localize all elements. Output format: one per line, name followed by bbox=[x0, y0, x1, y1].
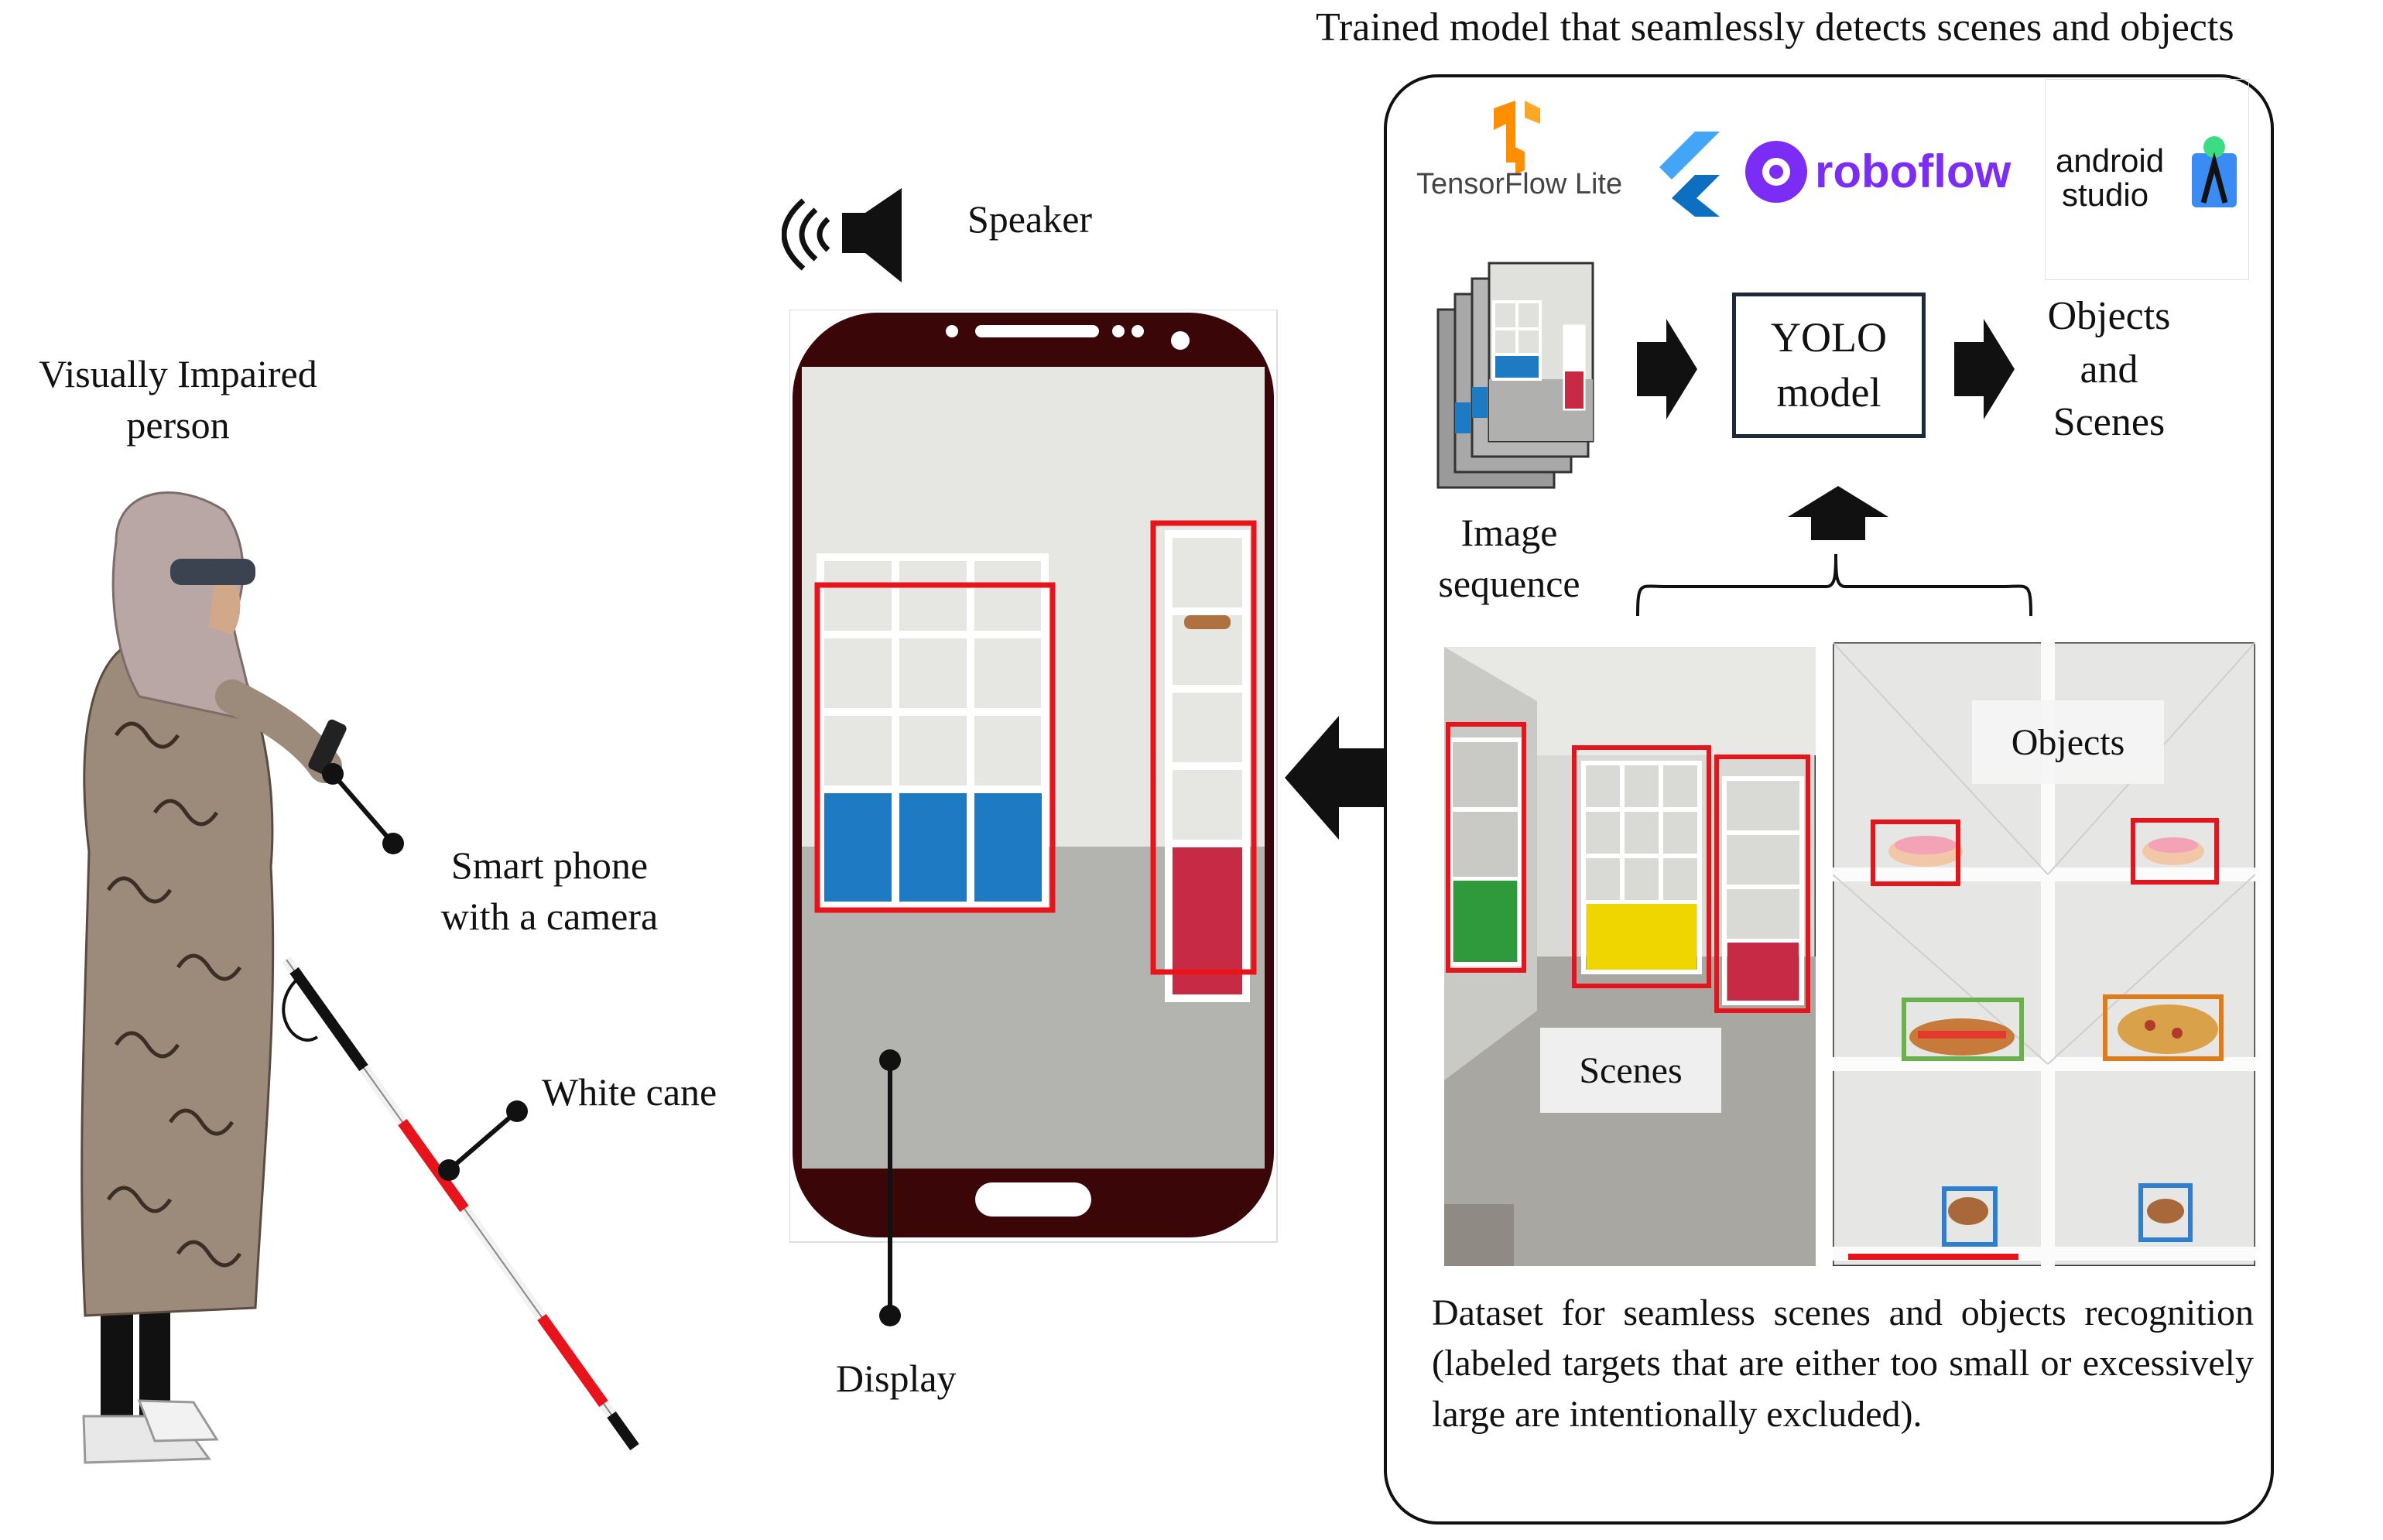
tensorflow-lite-logo: TensorFlow Lite bbox=[1416, 101, 1622, 200]
person-label: Visually Impaired person bbox=[0, 348, 356, 450]
smartphone bbox=[789, 310, 1278, 1243]
cane-grip bbox=[289, 967, 368, 1072]
brace-icon bbox=[1636, 553, 2032, 617]
image-sequence-label: Image sequence bbox=[1416, 507, 1602, 609]
phone-label-line1: Smart phone bbox=[450, 844, 649, 887]
person-shoe bbox=[137, 1399, 219, 1442]
display-detection-box bbox=[814, 582, 1056, 913]
cane-tip bbox=[607, 1411, 639, 1451]
android-studio-logo-art: android studio bbox=[2056, 136, 2237, 213]
person-coat bbox=[80, 641, 275, 1317]
roboflow-text: roboflow bbox=[1815, 145, 2012, 197]
output-line1: Objects bbox=[2047, 294, 2171, 338]
phone-label-line2: with a camera bbox=[440, 895, 659, 938]
object-detection-box bbox=[1871, 820, 1960, 886]
person-illustration bbox=[80, 491, 639, 1464]
image-sequence-stack bbox=[1436, 262, 1594, 489]
tensorflow-lite-text: TensorFlow Lite bbox=[1416, 168, 1622, 200]
yolo-line1: YOLO bbox=[1771, 313, 1887, 361]
objects-tag: Objects bbox=[1972, 700, 2164, 784]
scenes-dataset-image bbox=[1444, 647, 1816, 1266]
speaker-icon bbox=[782, 188, 902, 282]
phone-label: Smart phone with a camera bbox=[402, 840, 697, 942]
person-blindfold bbox=[170, 559, 255, 585]
scene-detection-box bbox=[1446, 722, 1526, 973]
person-phone bbox=[308, 719, 347, 775]
output-label: Objects and Scenes bbox=[2012, 290, 2206, 450]
arrow-right-icon bbox=[1954, 319, 2015, 419]
cane-stripe bbox=[398, 1118, 469, 1213]
scene-detection-box bbox=[1714, 755, 1810, 1013]
arrow-right-icon bbox=[1637, 319, 1697, 419]
coat-pattern bbox=[106, 721, 242, 1268]
objects-dataset-image bbox=[1833, 642, 2255, 1266]
cane-stripe bbox=[537, 1313, 608, 1408]
model-panel bbox=[1384, 74, 2274, 1525]
phone-earpiece bbox=[975, 325, 1099, 337]
cane-strap bbox=[282, 974, 319, 1042]
yolo-model-box: YOLO model bbox=[1732, 293, 1926, 438]
studio-text: studio bbox=[2062, 176, 2148, 213]
display-label: Display bbox=[836, 1357, 957, 1400]
display-detection-box bbox=[1150, 520, 1257, 975]
arrow-left-icon bbox=[1285, 716, 1384, 840]
yolo-line2: model bbox=[1776, 369, 1881, 416]
output-line2: and bbox=[2080, 347, 2138, 392]
figure-title: Trained model that seamlessly detects sc… bbox=[1316, 5, 2234, 50]
android-studio-logo bbox=[2045, 79, 2249, 280]
person-label-line1: Visually Impaired bbox=[39, 352, 317, 395]
cane-label: White cane bbox=[542, 1070, 717, 1114]
android-text: android bbox=[2056, 142, 2164, 179]
speaker-label: Speaker bbox=[967, 197, 1093, 241]
person-label-line2: person bbox=[126, 403, 230, 447]
object-detection-box bbox=[1902, 998, 2024, 1061]
dataset-caption: Dataset for seamless scenes and objects … bbox=[1432, 1292, 2254, 1435]
phone-display bbox=[802, 367, 1265, 1169]
object-detection-box bbox=[2103, 994, 2224, 1061]
object-detection-box bbox=[2138, 1183, 2193, 1242]
object-detection-box bbox=[2131, 818, 2219, 885]
output-line3: Scenes bbox=[2053, 400, 2166, 445]
flutter-icon bbox=[1659, 132, 1720, 217]
roboflow-logo: roboflow bbox=[1745, 141, 2012, 203]
image-sequence-line2: sequence bbox=[1438, 562, 1580, 605]
arrow-up-icon bbox=[1788, 486, 1888, 540]
phone-home-button bbox=[975, 1182, 1091, 1217]
image-sequence-line1: Image bbox=[1460, 511, 1558, 554]
scene-detection-box bbox=[1572, 745, 1711, 988]
display-leader bbox=[879, 1049, 901, 1326]
phone-camera bbox=[1171, 331, 1190, 350]
scenes-tag: Scenes bbox=[1540, 1028, 1721, 1113]
object-detection-box bbox=[1942, 1186, 1998, 1247]
